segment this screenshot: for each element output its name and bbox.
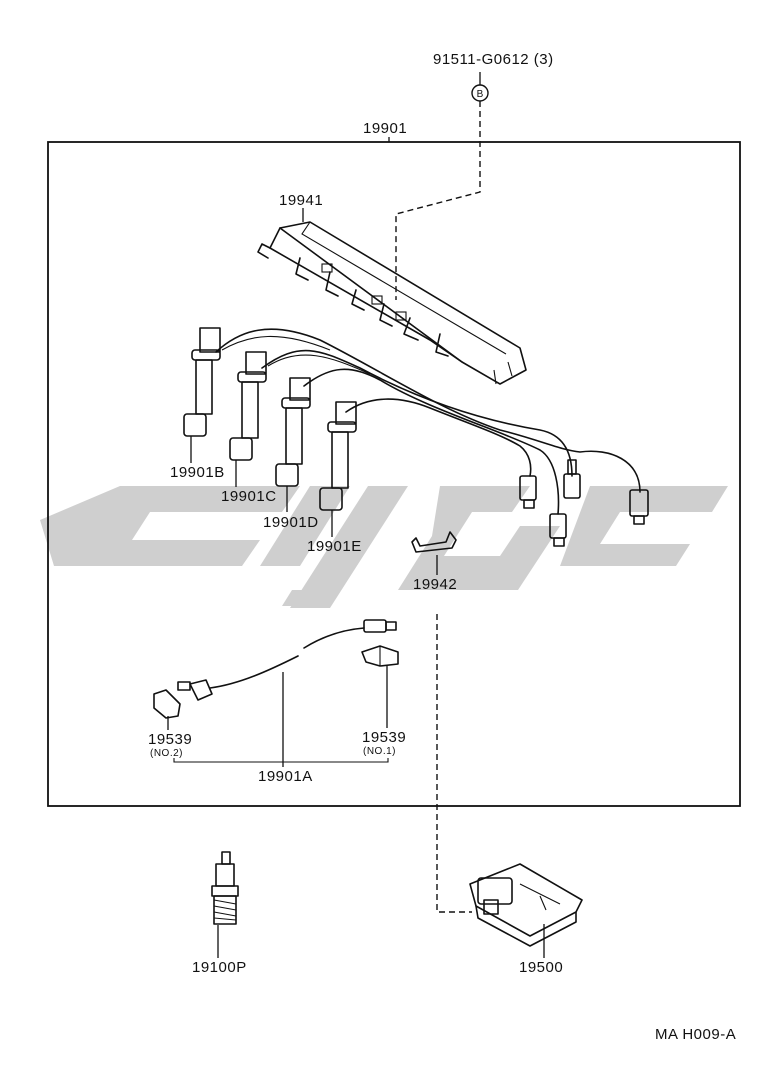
cord-a-label: 19901A bbox=[258, 768, 313, 785]
bracket-label: 19942 bbox=[413, 576, 457, 593]
cord-c-boot bbox=[229, 351, 267, 461]
cord-b-boot bbox=[183, 327, 221, 437]
cord-bracket bbox=[411, 531, 457, 553]
cord-b-label: 19901B bbox=[170, 464, 225, 481]
igniter bbox=[469, 863, 583, 947]
igniter-label: 19500 bbox=[519, 959, 563, 976]
page-code-label: MA H009-A bbox=[655, 1026, 736, 1043]
cord-d-label: 19901D bbox=[263, 514, 319, 531]
sensor-left-label: 19539 bbox=[148, 731, 192, 748]
spark-plug-label: 19100P bbox=[192, 959, 247, 976]
dashed-connectors bbox=[395, 101, 481, 913]
sensor-right bbox=[361, 645, 399, 667]
cord-c-label: 19901C bbox=[221, 488, 277, 505]
bolt-marker-label: B bbox=[477, 89, 484, 100]
kit-border-box bbox=[47, 141, 741, 807]
spark-plug-cords bbox=[215, 328, 641, 515]
spark-plug bbox=[211, 851, 239, 925]
cord-e-label: 19901E bbox=[307, 538, 362, 555]
sensor-left-note: (NO.2) bbox=[150, 748, 183, 759]
sensor-right-note: (NO.1) bbox=[363, 746, 396, 757]
sensor-left bbox=[153, 689, 181, 719]
bolt-part-label: 91511-G0612 (3) bbox=[433, 51, 554, 68]
cord-clamp bbox=[257, 221, 527, 385]
cord-e-boot bbox=[319, 401, 357, 511]
clamp-label: 19941 bbox=[279, 192, 323, 209]
leader-lines bbox=[167, 72, 545, 958]
kit-label: 19901 bbox=[363, 120, 407, 137]
watermark-logo bbox=[40, 486, 728, 608]
cord-a-assembly bbox=[177, 619, 397, 701]
sensor-right-label: 19539 bbox=[362, 729, 406, 746]
cord-d-boot bbox=[275, 377, 311, 487]
coil-terminals bbox=[519, 459, 649, 547]
